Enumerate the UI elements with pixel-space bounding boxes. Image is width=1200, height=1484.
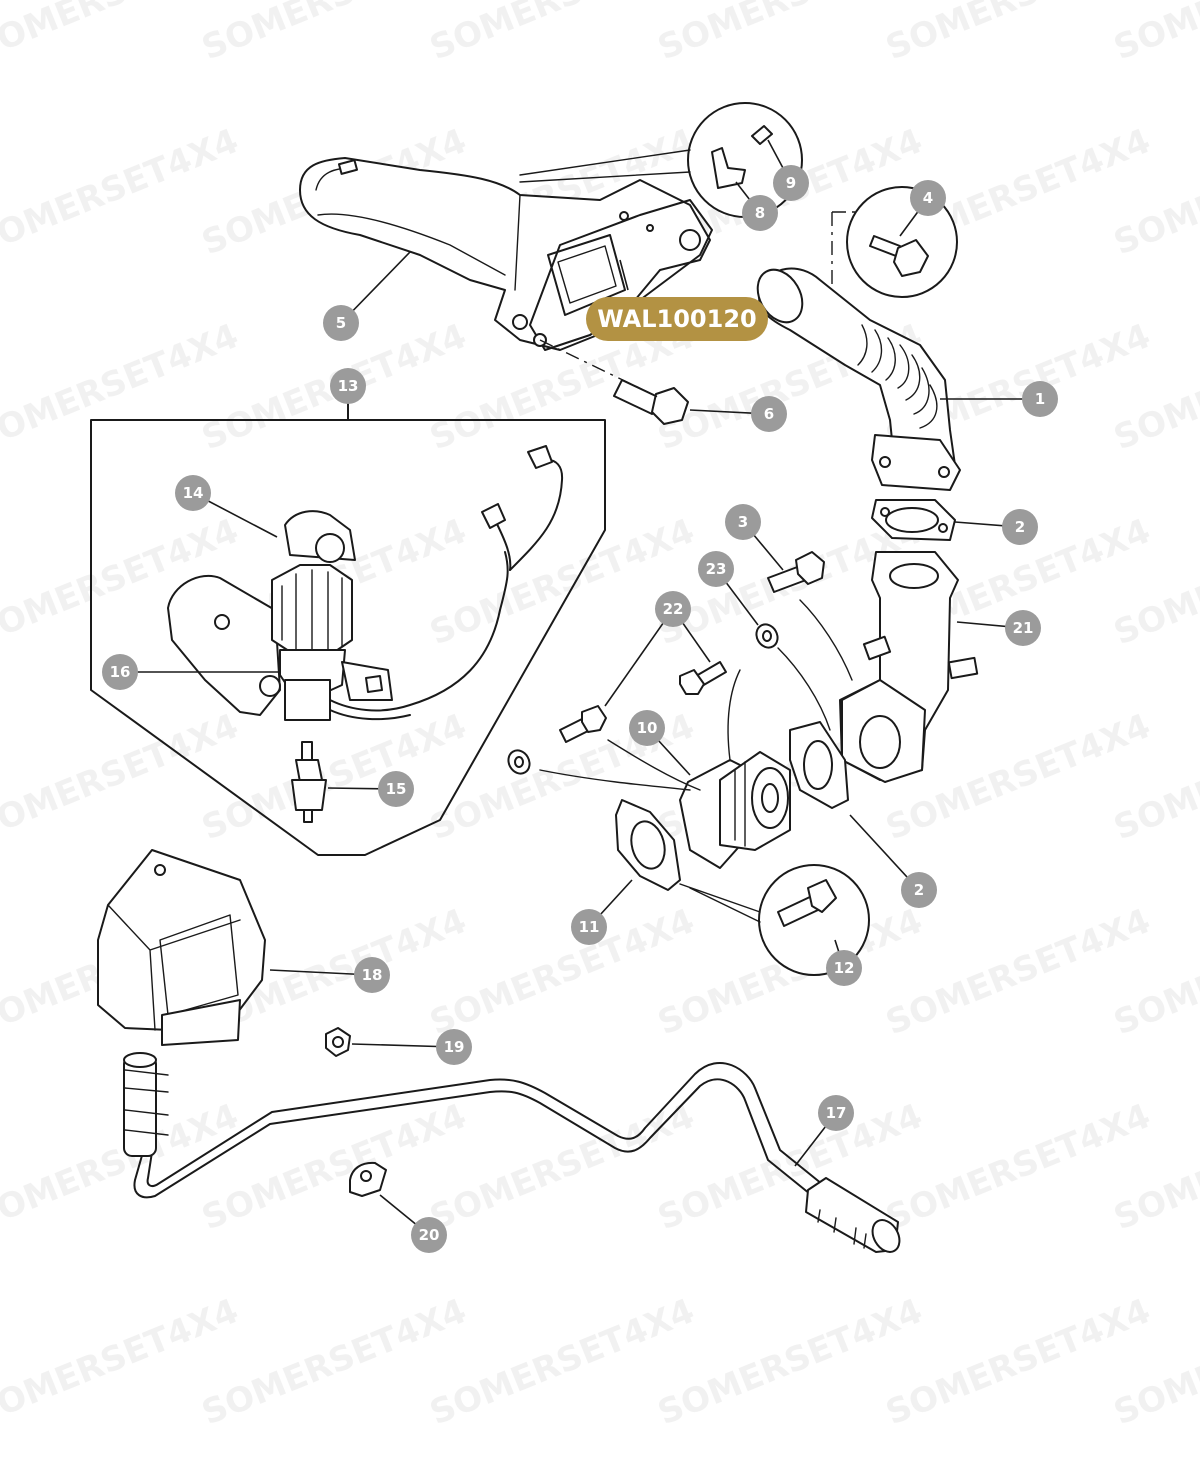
callout-8[interactable]: 8 [742, 195, 778, 231]
part-egr-hose-pipe [123, 1052, 901, 1253]
callout-circle [175, 475, 211, 511]
callout-circle [818, 1095, 854, 1131]
callout-circle [901, 872, 937, 908]
callout-5[interactable]: 5 [323, 305, 359, 341]
part-washer-23 [755, 623, 779, 649]
callout-number: 18 [362, 966, 383, 984]
part-gasket-11 [615, 799, 681, 891]
callout-circle [436, 1029, 472, 1065]
callout-3[interactable]: 3 [725, 504, 761, 540]
callout-number: 15 [386, 780, 407, 798]
callout-number: 3 [738, 513, 748, 531]
callout-number: 6 [764, 405, 774, 423]
callout-number: 20 [419, 1226, 440, 1244]
callout-circle [698, 551, 734, 587]
callout-circle [330, 368, 366, 404]
part-egr-flex-pipe [756, 267, 961, 491]
part-gasket-upper [871, 499, 956, 541]
callout-circle [655, 591, 691, 627]
callout-number: 16 [110, 663, 131, 681]
part-bolts-22 [507, 661, 727, 775]
callout-22[interactable]: 22 [655, 591, 691, 627]
callout-2[interactable]: 2 [1002, 509, 1038, 545]
watermark-text: SOMERSET4X4 [1108, 0, 1200, 68]
callout-number: 22 [663, 600, 684, 618]
part-number-badge-bg [586, 297, 768, 341]
callout-circle [411, 1217, 447, 1253]
kit-inset-box [90, 401, 606, 856]
callout-number: 2 [1015, 518, 1025, 536]
callout-12[interactable]: 12 [826, 950, 862, 986]
callout-21[interactable]: 21 [1005, 610, 1041, 646]
callout-11[interactable]: 11 [571, 909, 607, 945]
callout-number: 23 [706, 560, 727, 578]
callout-circle [629, 710, 665, 746]
part-egr-solenoid [167, 445, 564, 721]
callout-circle [725, 504, 761, 540]
callout-1[interactable]: 1 [1022, 381, 1058, 417]
callout-number: 19 [444, 1038, 465, 1056]
callout-circle [1022, 381, 1058, 417]
callout-number: 21 [1013, 619, 1034, 637]
callout-circle [323, 305, 359, 341]
callout-number: 5 [336, 314, 346, 332]
callout-number: 12 [834, 959, 855, 977]
callout-circle [773, 165, 809, 201]
part-pipe-connector [291, 741, 327, 823]
callout-number: 4 [923, 189, 933, 207]
callout-2[interactable]: 2 [901, 872, 937, 908]
inset-bracket-bolt [519, 102, 803, 218]
part-pipe-clip [349, 1161, 387, 1197]
callout-circle [1005, 610, 1041, 646]
callout-circle [354, 957, 390, 993]
callout-4[interactable]: 4 [910, 180, 946, 216]
callout-16[interactable]: 16 [102, 654, 138, 690]
callout-circle [1002, 509, 1038, 545]
callout-number: 9 [786, 174, 796, 192]
callout-10[interactable]: 10 [629, 710, 665, 746]
callout-circle [751, 396, 787, 432]
part-gasket-lower [789, 721, 849, 809]
callout-circle [826, 950, 862, 986]
part-egr-valve [679, 751, 791, 869]
part-nut-19 [325, 1027, 351, 1057]
callout-18[interactable]: 18 [354, 957, 390, 993]
callout-circle [742, 195, 778, 231]
callout-14[interactable]: 14 [175, 475, 211, 511]
callout-17[interactable]: 17 [818, 1095, 854, 1131]
callout-19[interactable]: 19 [436, 1029, 472, 1065]
callout-number: 13 [338, 377, 359, 395]
callout-6[interactable]: 6 [751, 396, 787, 432]
inset-socket-bolt [679, 864, 870, 976]
callout-number: 11 [579, 918, 600, 936]
callout-number: 10 [637, 719, 658, 737]
callout-number: 1 [1035, 390, 1045, 408]
callout-number: 17 [826, 1104, 847, 1122]
callout-number: 8 [755, 204, 765, 222]
callout-circle [910, 180, 946, 216]
callout-circle [378, 771, 414, 807]
callout-circle [571, 909, 607, 945]
part-bolt-3 [767, 551, 825, 593]
part-egr-outlet-elbow [839, 551, 979, 783]
part-egr-control-unit [97, 849, 266, 1046]
part-number-badge[interactable]: WAL100120 [586, 297, 768, 341]
callout-20[interactable]: 20 [411, 1217, 447, 1253]
part-number-badge-label: WAL100120 [597, 305, 756, 333]
callout-circle [102, 654, 138, 690]
callout-number: 14 [183, 484, 204, 502]
callout-13[interactable]: 13 [330, 368, 366, 404]
callout-15[interactable]: 15 [378, 771, 414, 807]
callout-23[interactable]: 23 [698, 551, 734, 587]
part-bolt-6 [539, 339, 689, 425]
callout-9[interactable]: 9 [773, 165, 809, 201]
assembly-guide-lines [539, 599, 853, 791]
callout-number: 2 [914, 881, 924, 899]
